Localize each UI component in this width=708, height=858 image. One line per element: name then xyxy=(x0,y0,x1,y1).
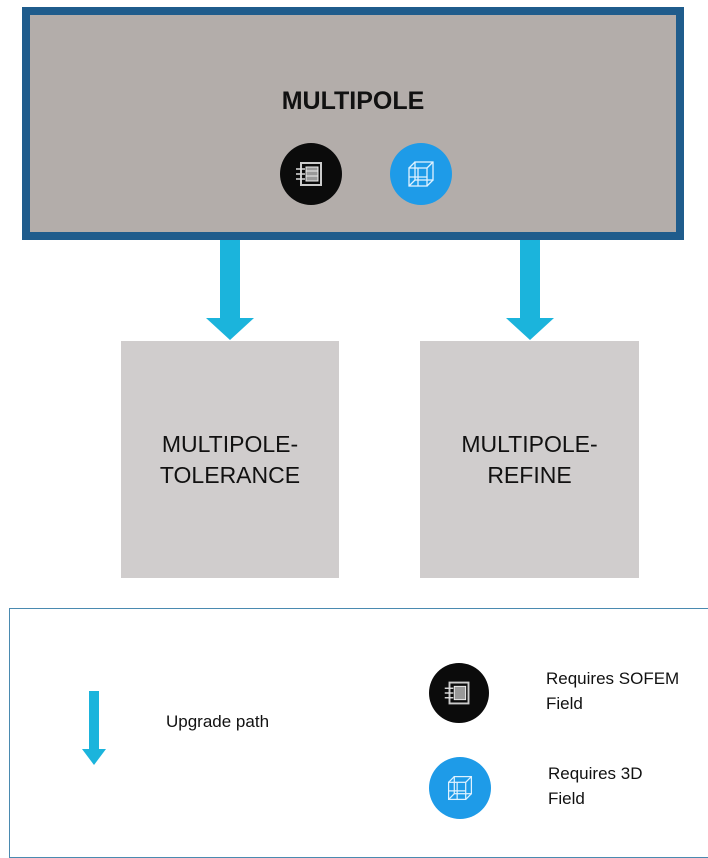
multipole-refine-label-line2: REFINE xyxy=(487,461,572,488)
multipole-title: MULTIPOLE xyxy=(281,87,425,115)
3d-field-icon xyxy=(390,143,452,205)
multipole-refine-label-line1: MULTIPOLE- xyxy=(461,430,598,457)
legend: Upgrade path Requires SOFEM Field xyxy=(9,608,708,858)
legend-sofem-line2: Field xyxy=(546,694,583,713)
legend-arrow-icon xyxy=(82,691,106,765)
multipole-refine-node: MULTIPOLE- REFINE xyxy=(420,341,639,578)
legend-3d-field-line2: Field xyxy=(548,789,585,808)
multipole-tolerance-label-line1: MULTIPOLE- xyxy=(161,430,299,457)
legend-sofem-icon xyxy=(429,663,489,723)
multipole-tolerance-label-line2: TOLERANCE xyxy=(159,461,301,488)
legend-upgrade-path-label: Upgrade path xyxy=(166,712,270,731)
multipole-tolerance-node: MULTIPOLE- TOLERANCE xyxy=(121,341,339,578)
multipole-node: MULTIPOLE xyxy=(22,7,684,240)
legend-sofem-label: Requires SOFEM Field xyxy=(546,666,679,716)
legend-3d-field-icon xyxy=(429,757,491,819)
legend-3d-field-line1: Requires 3D xyxy=(548,764,643,783)
upgrade-arrow-refine xyxy=(506,240,554,340)
upgrade-arrow-tolerance xyxy=(206,240,254,340)
legend-3d-field-label: Requires 3D Field xyxy=(548,761,643,811)
sofem-field-icon xyxy=(280,143,342,205)
legend-sofem-line1: Requires SOFEM xyxy=(546,669,680,688)
